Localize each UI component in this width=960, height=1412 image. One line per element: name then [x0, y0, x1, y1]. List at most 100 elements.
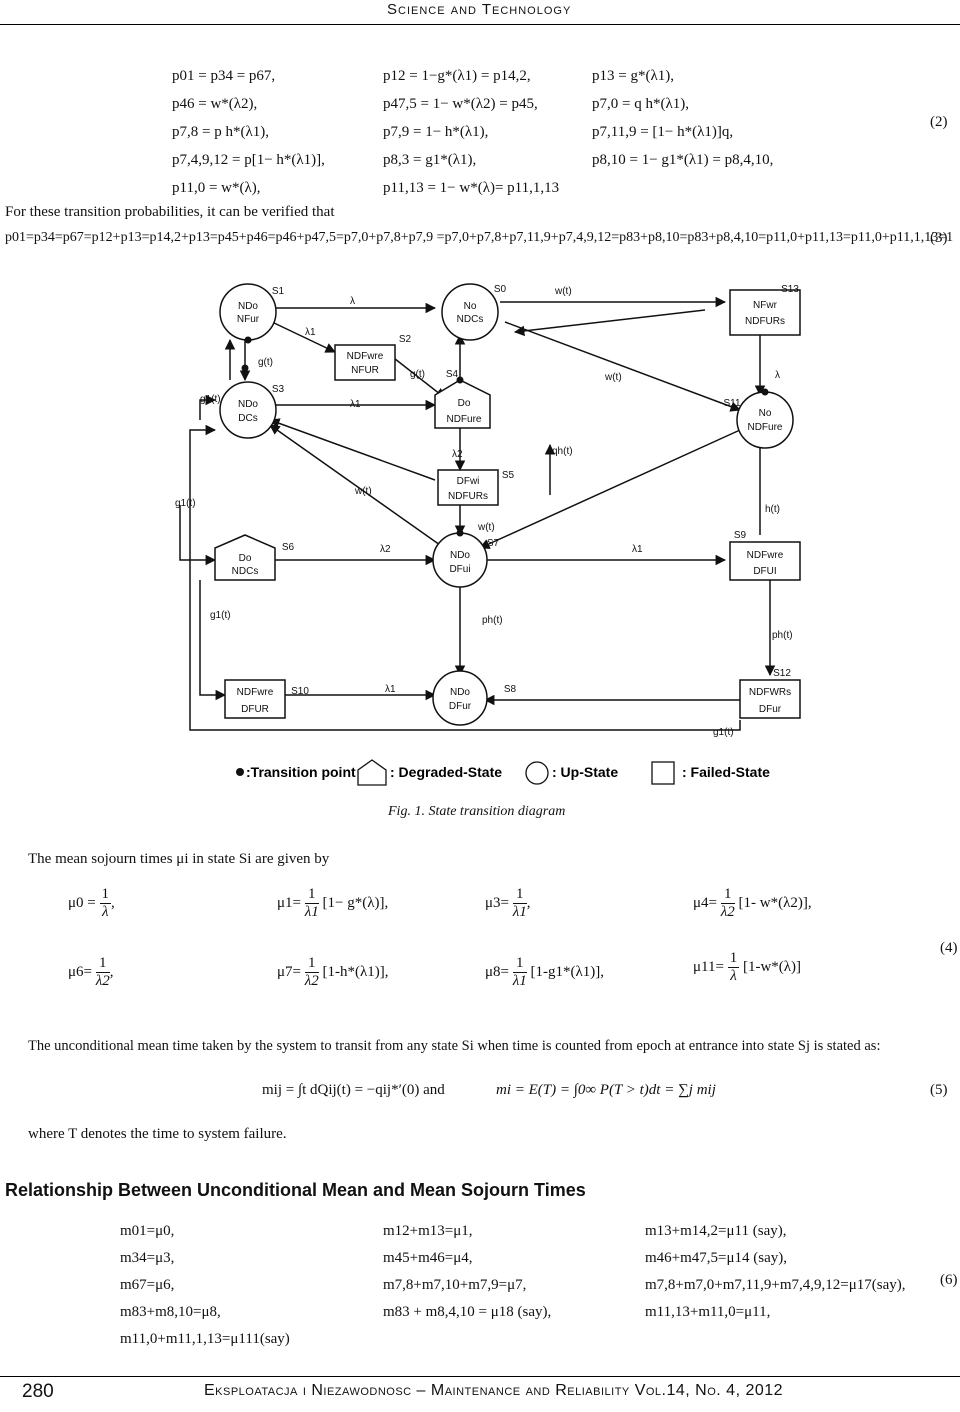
state-s1-l2: NFur — [237, 314, 260, 325]
eq5-right: mi = E(T) = ∫0∞ P(T > t)dt = ∑j mij — [496, 1082, 716, 1098]
state-s5-l2: NDFURs — [448, 491, 488, 502]
eq2-col2: p12 = 1−g*(λ1) = p14,2, p47,5 = 1− w*(λ2… — [383, 62, 559, 202]
figure-caption: Fig. 1. State transition diagram — [388, 804, 566, 819]
transition-point — [761, 388, 769, 396]
label-w: w(t) — [604, 372, 622, 383]
state-s10-l2: DFUR — [241, 704, 269, 715]
eq6-line: m7,8+m7,10+m7,9=μ7, — [383, 1277, 527, 1293]
state-s8-l1: NDo — [450, 687, 470, 698]
label-h: h(t) — [765, 504, 780, 515]
state-s0 — [441, 283, 499, 341]
state-s1-id: S1 — [272, 286, 285, 297]
eq6-line: m13+m14,2=μ11 (say), — [645, 1223, 787, 1239]
eq5-number: (5) — [930, 1082, 948, 1098]
eq2-line: p01 = p34 = p67, — [172, 68, 276, 84]
eq6-number: (6) — [940, 1272, 958, 1288]
label-w: w(t) — [554, 286, 572, 297]
running-header: Science and Technology — [387, 1, 572, 18]
eq2-line: p12 = 1−g*(λ1) = p14,2, — [383, 68, 531, 84]
state-s11-id: S11 — [723, 398, 740, 409]
eq2-line: p7,8 = p h*(λ1), — [172, 124, 269, 140]
state-s9-id: S9 — [734, 530, 747, 541]
state-s9 — [729, 541, 801, 581]
state-s3-l2: DCs — [238, 413, 257, 424]
transition-point — [241, 364, 249, 372]
footer-rule — [0, 1376, 960, 1377]
state-s1 — [219, 283, 277, 341]
eq6-col1: m01=μ0, m34=μ3, m67=μ6, m83+m8,10=μ8, m1… — [120, 1218, 290, 1353]
state-s10-id: S10 — [291, 686, 309, 697]
eq6-line: m83+m8,10=μ8, — [120, 1304, 221, 1320]
eq6-col2: m12+m13=μ1, m45+m46=μ4, m7,8+m7,10+m7,9=… — [383, 1218, 551, 1326]
eq6-line: m11,0+m11,1,13=μ111(say) — [120, 1331, 290, 1347]
svg-text:: Failed-State: : Failed-State — [682, 764, 770, 780]
label-lambda: λ — [350, 296, 355, 307]
state-s3-id: S3 — [272, 384, 285, 395]
state-s8-id: S8 — [504, 684, 517, 695]
label-lambda2: λ2 — [380, 544, 391, 555]
page-number: 280 — [22, 1381, 54, 1402]
state-s0-l2: NDCs — [457, 314, 484, 325]
state-s0-id: S0 — [494, 284, 507, 295]
legend-circle — [525, 761, 549, 785]
state-s13-l1: NFwr — [753, 300, 778, 311]
state-s4 — [434, 379, 491, 429]
legend-pentagon — [357, 759, 387, 786]
state-s8-l2: DFur — [449, 701, 472, 712]
sojourn-intro: The mean sojourn times μi in state Si ar… — [28, 851, 330, 867]
state-s11-l1: No — [759, 408, 772, 419]
state-s13-l2: NDFURs — [745, 316, 785, 327]
uncond-text: The unconditional mean time taken by the… — [28, 1038, 881, 1054]
state-s4-l2: NDFure — [446, 414, 481, 425]
eq6-line: m83 + m8,4,10 = μ18 (say), — [383, 1304, 552, 1320]
label-g: g(t) — [258, 357, 273, 368]
state-s6 — [214, 534, 276, 581]
state-s12-l1: NDFWRs — [749, 687, 791, 698]
transition-point — [456, 529, 464, 537]
eq6-line: m12+m13=μ1, — [383, 1223, 473, 1239]
label-g: g(t) — [410, 369, 425, 380]
eq2-line: p47,5 = 1− w*(λ2) = p45, — [383, 96, 538, 112]
label-ph: ph(t) — [772, 630, 793, 641]
state-s5-l1: DFwi — [457, 476, 480, 487]
label-g1: g1(t) — [175, 498, 196, 509]
eq2-line: p13 = g*(λ1), — [592, 68, 674, 84]
state-s5 — [437, 469, 499, 506]
eq2-line: p11,13 = 1− w*(λ)= p11,1,13 — [383, 180, 560, 196]
state-s2 — [334, 344, 396, 381]
state-s7-l1: NDo — [450, 550, 470, 561]
eq2-line: p46 = w*(λ2), — [172, 96, 258, 112]
eq6-line: m45+m46=μ4, — [383, 1250, 473, 1266]
eq2-number: (2) — [930, 114, 948, 130]
label-lambda1: λ1 — [305, 327, 316, 338]
state-s11 — [736, 391, 794, 449]
eq4-number: (4) — [940, 940, 958, 956]
eq5-left: mij = ∫t dQij(t) = −qij*′(0) and — [262, 1082, 445, 1098]
eq6-col3: m13+m14,2=μ11 (say), m46+m47,5=μ14 (say)… — [645, 1218, 905, 1326]
where-text: where T denotes the time to system failu… — [28, 1126, 287, 1142]
state-s12 — [739, 679, 801, 719]
label-lambda1: λ1 — [632, 544, 643, 555]
state-s0-l1: No — [464, 301, 477, 312]
state-s6-l2: NDCs — [232, 566, 259, 577]
state-s12-id: S12 — [773, 668, 791, 679]
state-transition-diagram: NDo NFur S1 No NDCs S0 NFwr NDFURs S13 N… — [175, 283, 801, 786]
eq2-line: p7,0 = q h*(λ1), — [592, 96, 689, 112]
eq2-line: p11,0 = w*(λ), — [172, 180, 261, 196]
label-w: w(t) — [477, 522, 495, 533]
journal-footer: Eksploatacja i Niezawodnosc – Maintenanc… — [204, 1382, 784, 1399]
svg-text:: Degraded-State: : Degraded-State — [390, 764, 502, 780]
state-s10-l1: NDFwre — [237, 687, 274, 698]
legend: :Transition point : Degraded-State : Up-… — [236, 759, 770, 786]
header-rule — [0, 24, 960, 25]
transition-point — [244, 336, 252, 344]
eq2-col1: p01 = p34 = p67, p46 = w*(λ2), p7,8 = p … — [172, 62, 325, 202]
state-s3-l1: NDo — [238, 399, 258, 410]
eq6-line: m01=μ0, — [120, 1223, 175, 1239]
eq3: p01=p34=p67=p12+p13=p14,2+p13=p45+p46=p4… — [5, 230, 954, 245]
